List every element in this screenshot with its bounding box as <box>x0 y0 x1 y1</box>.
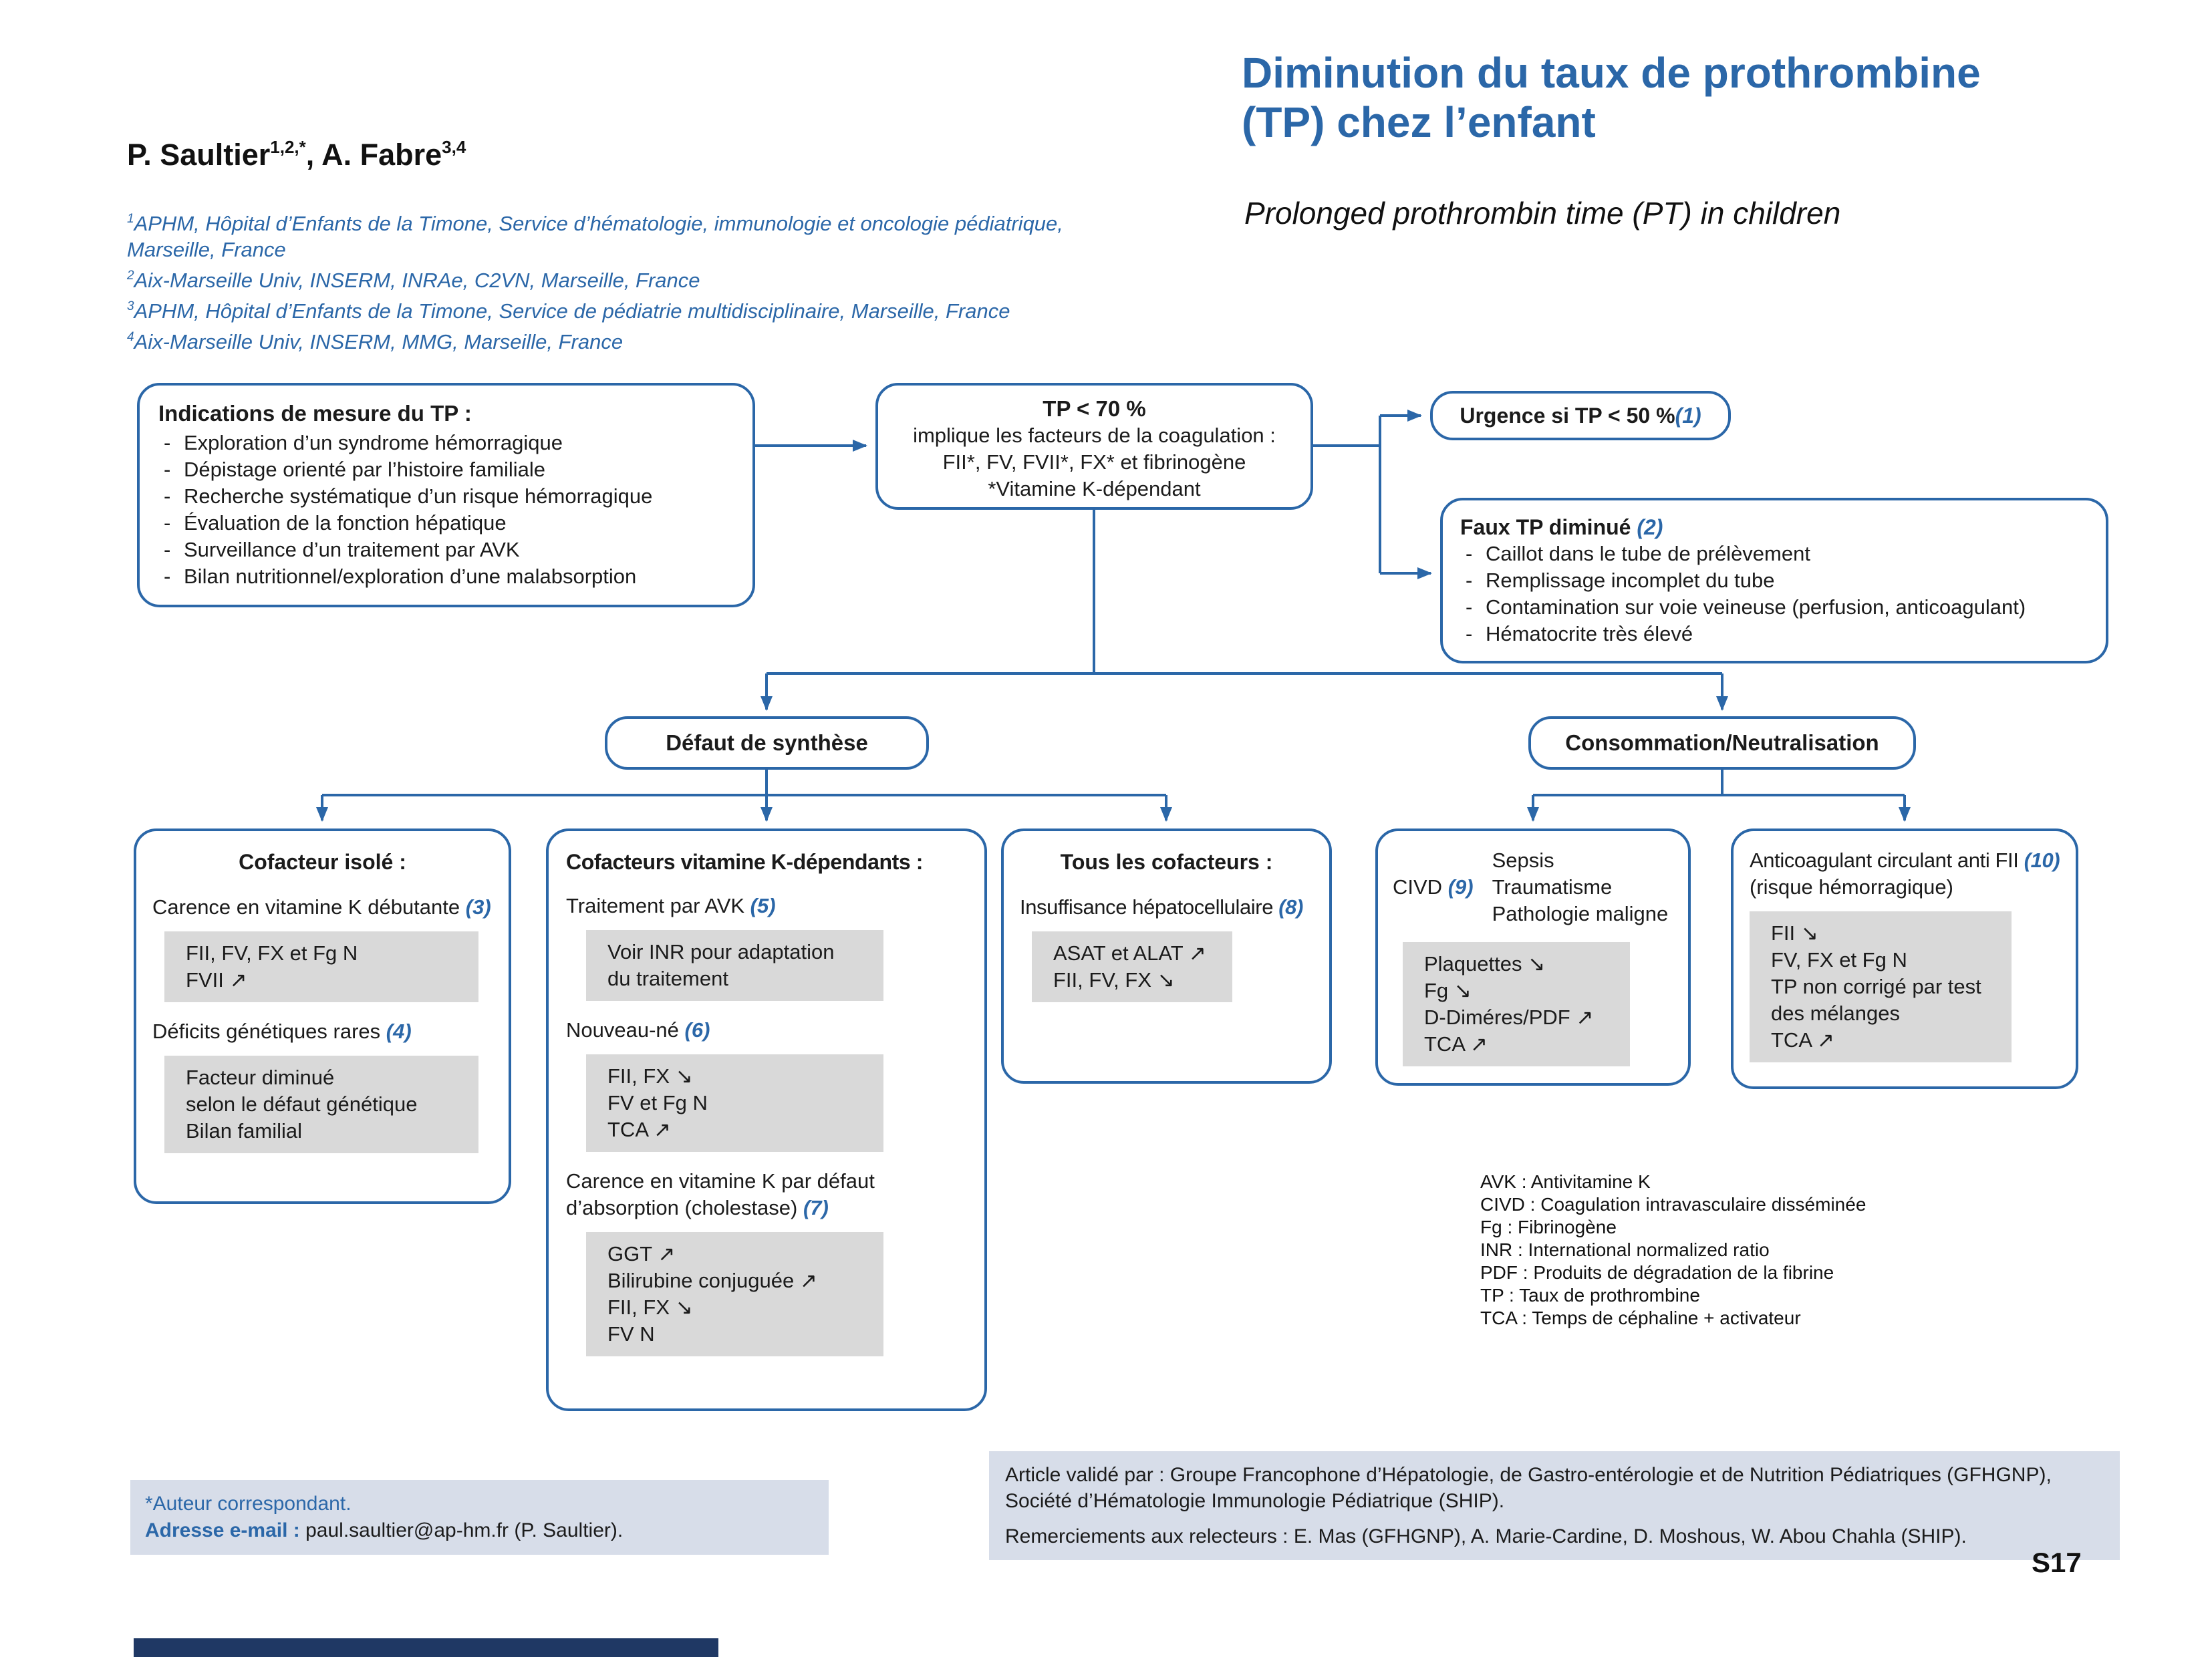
footnote-ref-8: (8) <box>1278 895 1303 919</box>
affiliation-line: 2Aix-Marseille Univ, INSERM, INRAe, C2VN… <box>127 269 700 292</box>
carence-vitk-debutante-label: Carence en vitamine K débutante (3) <box>152 895 491 919</box>
lab-result-panel: Facteur diminué selon le défaut génétiqu… <box>164 1056 478 1153</box>
urgence-box: Urgence si TP < 50 % (1) <box>1430 391 1731 440</box>
deficits-genetiques-label: Déficits génétiques rares (4) <box>152 1020 412 1043</box>
indication-item: Exploration d’un syndrome hémorragique <box>158 430 734 456</box>
author-1: P. Saultier <box>127 138 271 172</box>
abbreviations-legend: AVK : Antivitamine K CIVD : Coagulation … <box>1480 1171 1866 1330</box>
footnote-ref-3: (3) <box>465 895 491 919</box>
footnote-ref-6: (6) <box>684 1018 710 1042</box>
email-label: Adresse e-mail : <box>145 1519 300 1541</box>
author-2: , A. Fabre <box>305 138 442 172</box>
abbreviation-line: PDF : Produits de dégradation de la fibr… <box>1480 1262 1834 1283</box>
lab-result-panel: ASAT et ALAT ↗ FII, FV, FX ↘ <box>1032 931 1232 1002</box>
correspondence-footer: *Auteur correspondant. Adresse e-mail : … <box>130 1480 829 1555</box>
affiliation-line: 3APHM, Hôpital d’Enfants de la Timone, S… <box>127 299 1010 323</box>
abbreviation-line: AVK : Antivitamine K <box>1480 1171 1651 1192</box>
abbreviation-line: TCA : Temps de céphaline + activateur <box>1480 1308 1801 1328</box>
bottom-navy-bar <box>134 1638 718 1657</box>
corresponding-author-note: *Auteur correspondant. <box>145 1493 352 1515</box>
indications-box: Indications de mesure du TP : Exploratio… <box>137 383 755 607</box>
affiliations-block: 1APHM, Hôpital d’Enfants de la Timone, S… <box>127 206 1149 355</box>
faux-tp-box: Faux TP diminué (2) Caillot dans le tube… <box>1440 498 2108 663</box>
footnote-ref-9: (9) <box>1447 875 1474 899</box>
abbreviation-line: CIVD : Coagulation intravasculaire dissé… <box>1480 1194 1867 1215</box>
anticoagulant-circulant-box: Anticoagulant circulant anti FII (10) (r… <box>1731 828 2078 1089</box>
footnote-ref-2: (2) <box>1637 515 1663 539</box>
tp-under-70-title: TP < 70 % <box>1043 396 1146 421</box>
faux-tp-title: Faux TP diminué (2) <box>1460 515 1663 539</box>
traitement-avk-label: Traitement par AVK (5) <box>566 894 776 917</box>
nouveau-ne-label: Nouveau-né (6) <box>566 1018 710 1042</box>
civd-causes-list: Sepsis Traumatisme Pathologie maligne <box>1492 849 1669 925</box>
tous-les-cofacteurs-box: Tous les cofacteurs : Insuffisance hépat… <box>1001 828 1332 1084</box>
carence-vitk-cholestase-label: Carence en vitamine K par défaut d’absor… <box>566 1169 875 1219</box>
indication-item: Dépistage orienté par l’histoire familia… <box>158 456 734 483</box>
footnote-ref-10: (10) <box>2024 849 2060 872</box>
civd-box: CIVD (9) Sepsis Traumatisme Pathologie m… <box>1375 828 1691 1086</box>
lab-result-panel: GGT ↗ Bilirubine conjuguée ↗ FII, FX ↘ F… <box>586 1232 883 1356</box>
footnote-ref-5: (5) <box>750 894 776 917</box>
email-value: paul.saultier@ap-hm.fr (P. Saultier). <box>299 1519 624 1541</box>
footnote-ref-4: (4) <box>386 1020 412 1043</box>
abbreviation-line: Fg : Fibrinogène <box>1480 1217 1617 1237</box>
indication-item: Recherche systématique d’un risque hémor… <box>158 483 734 510</box>
page-number: S17 <box>2032 1547 2082 1578</box>
faux-tp-item: Remplissage incomplet du tube <box>1460 567 2088 594</box>
lab-result-panel: FII, FV, FX et Fg N FVII ↗ <box>164 931 478 1002</box>
indications-title: Indications de mesure du TP : <box>158 401 472 426</box>
affiliation-line: 4Aix-Marseille Univ, INSERM, MMG, Marsei… <box>127 330 624 353</box>
cofacteur-isole-title: Cofacteur isolé : <box>239 850 406 874</box>
insuffisance-hepatocellulaire-label: Insuffisance hépatocellulaire (8) <box>1020 895 1303 919</box>
abbreviation-line: INR : International normalized ratio <box>1480 1239 1770 1260</box>
indication-item: Bilan nutritionnel/exploration d’une mal… <box>158 563 734 590</box>
acknowledgements-text: Remerciements aux relecteurs : E. Mas (G… <box>1005 1525 1967 1547</box>
tp-under-70-box: TP < 70 % implique les facteurs de la co… <box>875 383 1313 510</box>
risque-hemorragique-label: (risque hémorragique) <box>1750 875 1953 899</box>
validation-footer: Article validé par : Groupe Francophone … <box>989 1451 2120 1560</box>
lab-result-panel: FII ↘ FV, FX et Fg N TP non corrigé par … <box>1750 911 2012 1062</box>
authors-line: P. Saultier1,2,*, A. Fabre3,4 <box>127 137 466 172</box>
page-title-french: Diminution du taux de prothrombine (TP) … <box>1242 49 1981 146</box>
abbreviation-line: TP : Taux de prothrombine <box>1480 1285 1700 1306</box>
civd-label: CIVD (9) <box>1393 875 1474 899</box>
faux-tp-item: Hématocrite très élevé <box>1460 621 2088 647</box>
footnote-ref-7: (7) <box>803 1196 829 1219</box>
consommation-neutralisation-node: Consommation/Neutralisation <box>1528 716 1916 770</box>
author-1-superscript: 1,2,* <box>270 137 306 157</box>
anticoagulant-circulant-label: Anticoagulant circulant anti FII (10) (r… <box>1750 849 2060 899</box>
civd-causes-row: CIVD (9) Sepsis Traumatisme Pathologie m… <box>1393 847 1673 927</box>
page-subtitle-english: Prolonged prothrombin time (PT) in child… <box>1244 196 1841 231</box>
affiliation-line: 1APHM, Hôpital d’Enfants de la Timone, S… <box>127 212 1063 261</box>
lab-result-panel: Voir INR pour adaptation du traitement <box>586 930 883 1001</box>
indication-item: Évaluation de la fonction hépatique <box>158 510 734 537</box>
indication-item: Surveillance d’un traitement par AVK <box>158 537 734 563</box>
tous-les-cofacteurs-title: Tous les cofacteurs : <box>1060 850 1273 874</box>
author-2-superscript: 3,4 <box>442 137 466 157</box>
validation-text: Article validé par : Groupe Francophone … <box>1005 1464 2052 1512</box>
email-line: Adresse e-mail : paul.saultier@ap-hm.fr … <box>145 1517 814 1544</box>
cofacteurs-vitamine-k-box: Cofacteurs vitamine K-dépendants : Trait… <box>546 828 987 1411</box>
lab-result-panel: Plaquettes ↘ Fg ↘ D-Diméres/PDF ↗ TCA ↗ <box>1403 942 1630 1066</box>
footnote-ref-1: (1) <box>1675 404 1701 428</box>
defaut-de-synthese-node: Défaut de synthèse <box>605 716 929 770</box>
cofacteurs-vitamine-k-title: Cofacteurs vitamine K-dépendants : <box>566 850 924 874</box>
faux-tp-item: Contamination sur voie veineuse (perfusi… <box>1460 594 2088 621</box>
lab-result-panel: FII, FX ↘ FV et Fg N TCA ↗ <box>586 1054 883 1152</box>
faux-tp-item: Caillot dans le tube de prélèvement <box>1460 541 2088 567</box>
cofacteur-isole-box: Cofacteur isolé : Carence en vitamine K … <box>134 828 511 1204</box>
